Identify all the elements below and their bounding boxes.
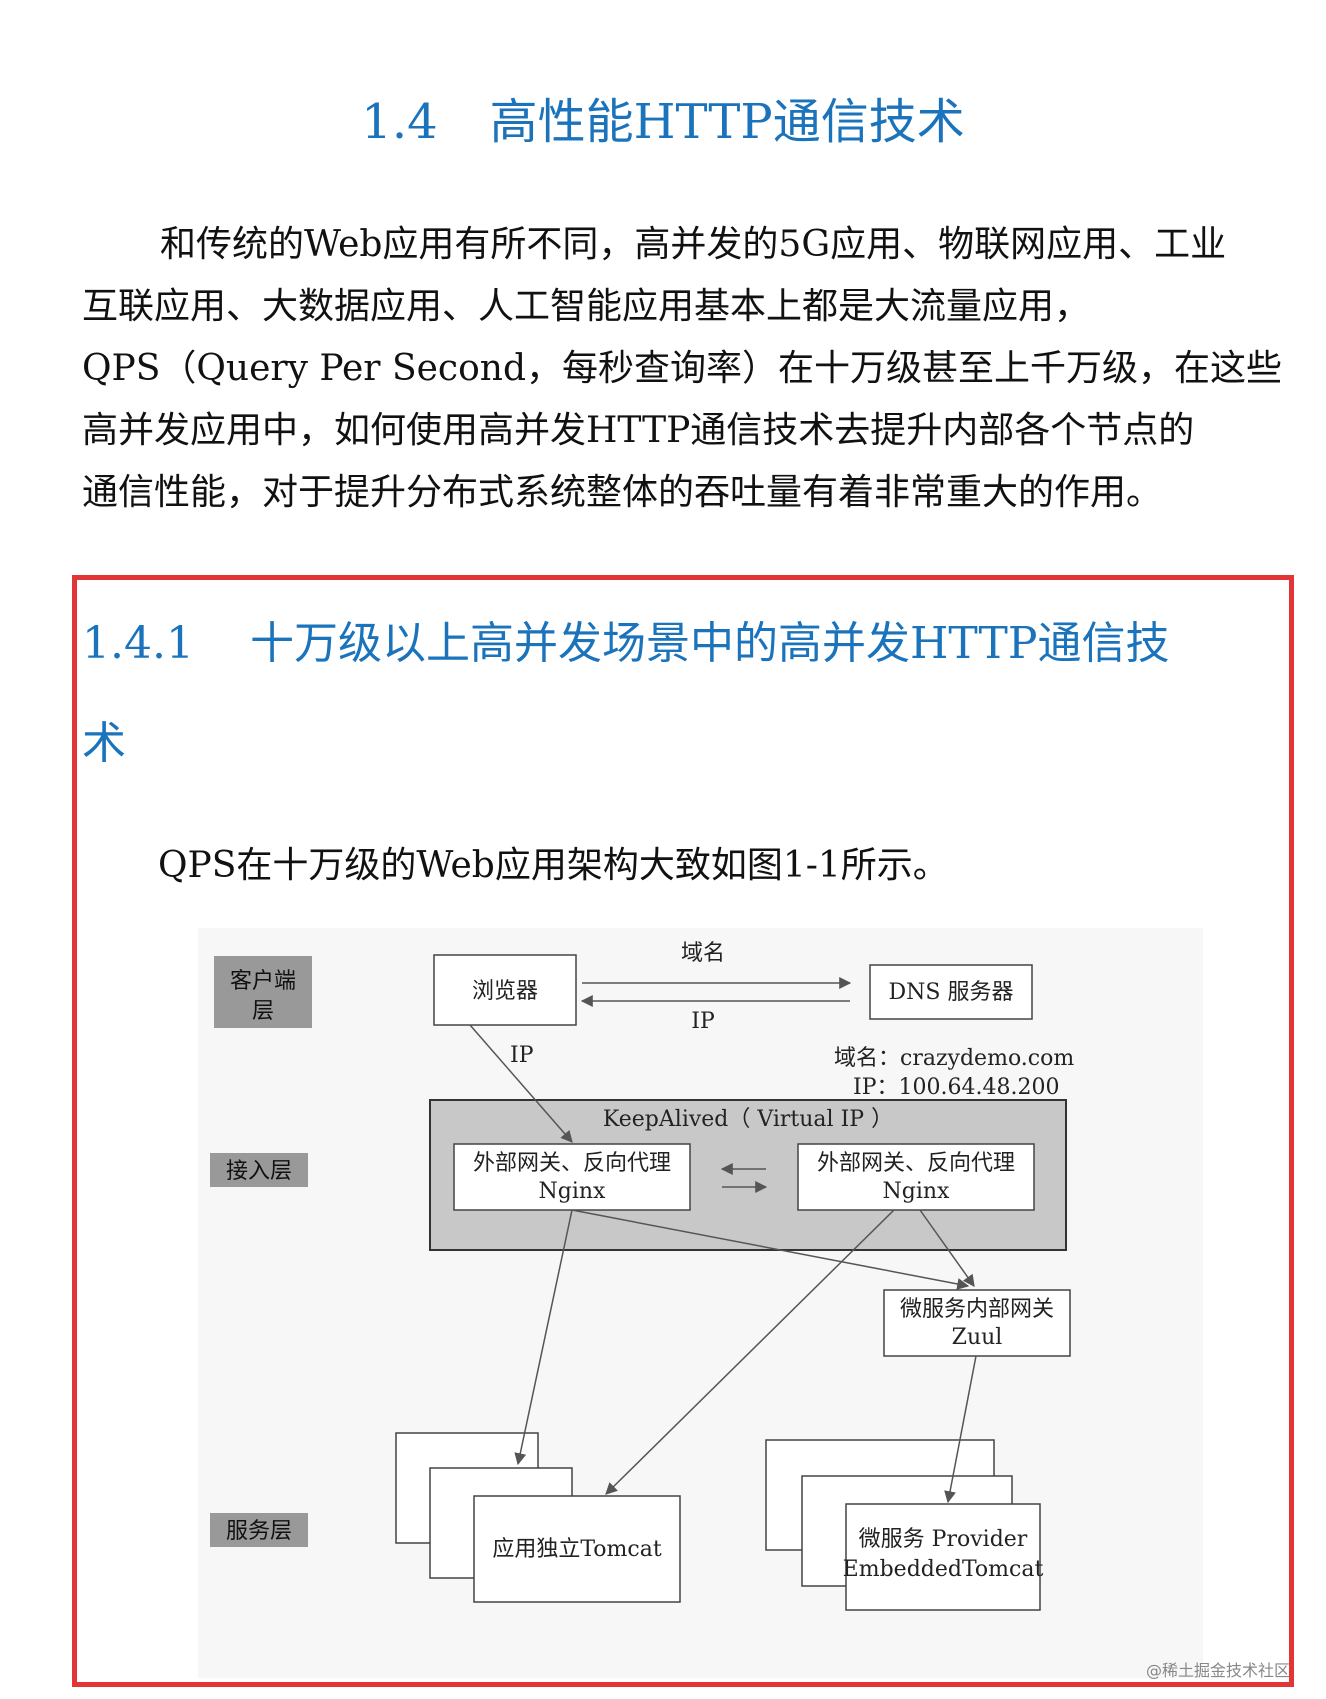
section-number: 1.4: [361, 94, 438, 150]
figure-caption: QPS在十万级的Web应用架构大致如图1-1所示。: [158, 845, 949, 886]
dns-server-label: DNS 服务器: [889, 980, 1014, 1005]
nginx-right-line2: Nginx: [883, 1179, 951, 1204]
nginx-right-line1: 外部网关、反向代理: [817, 1151, 1015, 1176]
browser-label: 浏览器: [472, 979, 538, 1004]
highlight-frame: [72, 575, 1294, 1687]
ip-info: IP：100.64.48.200: [853, 1075, 1059, 1100]
layer-label-client: [214, 956, 312, 1028]
browser-to-nginx-arrow: [469, 1024, 573, 1143]
intro-line: 高并发应用中，如何使用高并发HTTP通信技术去提升内部各个节点的: [82, 410, 1195, 451]
ip-return-label: IP: [691, 1009, 715, 1034]
architecture-diagram: 客户端层 接入层 服务层 浏览器 DNS 服务器 域名 IP 域名：crazyd…: [198, 928, 1203, 1678]
nginx-right-to-tomcat-arrow: [605, 1209, 895, 1495]
domain-info: 域名：crazydemo.com: [834, 1046, 1074, 1071]
intro-line: 通信性能，对于提升分布式系统整体的吞吐量有着非常重大的作用。: [82, 472, 1163, 513]
nginx-right-box: [797, 1143, 1035, 1211]
client-layer-text: 客户端层: [230, 969, 296, 1024]
intro-line: 互联应用、大数据应用、人工智能应用基本上都是大流量应用，: [82, 286, 1091, 327]
provider-line2: EmbeddedTomcat: [843, 1557, 1044, 1582]
browser-ip-label: IP: [510, 1043, 534, 1068]
nginx-right-to-zuul-arrow: [919, 1209, 975, 1287]
client-layer-part2: 层: [252, 999, 274, 1024]
tomcat-box: [473, 1495, 681, 1603]
zuul-to-provider-arrow: [944, 1355, 977, 1504]
layer-label-access: [210, 1153, 308, 1187]
section-heading: 1.4 高性能HTTP通信技术: [0, 82, 1326, 152]
intro-line: 和传统的Web应用有所不同，高并发的5G应用、物联网应用、工业: [160, 224, 1227, 265]
client-layer-part1: 客户端: [230, 969, 296, 994]
intro-line: QPS（Query Per Second，每秒查询率）在十万级甚至上千万级，在这…: [82, 348, 1282, 389]
subsection-title-line2: 术: [82, 718, 126, 769]
provider-box: [845, 1503, 1041, 1611]
intro-paragraph: 和传统的Web应用有所不同，高并发的5G应用、物联网应用、工业 互联应用、大数据…: [82, 214, 1292, 524]
domain-arrow-label: 域名: [681, 941, 725, 966]
nginx-left-box: [453, 1143, 691, 1211]
keepalived-label: KeepAlived（ Virtual IP ）: [603, 1107, 893, 1132]
zuul-line1: 微服务内部网关: [900, 1297, 1054, 1322]
section-title: 高性能HTTP通信技术: [489, 94, 965, 150]
tomcat-label: 应用独立Tomcat: [492, 1537, 662, 1562]
nginx-left-to-zuul-arrow: [571, 1209, 970, 1290]
subsection-heading: 1.4.1 十万级以上高并发场景中的高并发HTTP通信技 术: [82, 594, 1282, 794]
access-layer-text: 接入层: [226, 1159, 292, 1184]
nginx-left-to-tomcat-arrow: [514, 1209, 573, 1466]
nginx-left-line2: Nginx: [539, 1179, 607, 1204]
subsection-title-line1: 十万级以上高并发场景中的高并发HTTP通信技: [249, 618, 1170, 669]
dns-server-box: [869, 964, 1033, 1020]
service-layer-text: 服务层: [226, 1519, 292, 1544]
watermark: @稀土掘金技术社区: [1145, 1661, 1290, 1680]
nginx-left-line1: 外部网关、反向代理: [473, 1151, 671, 1176]
zuul-box: [883, 1289, 1071, 1357]
subsection-number: 1.4.1: [82, 618, 194, 669]
browser-box: [433, 954, 577, 1026]
provider-line1: 微服务 Provider: [859, 1527, 1028, 1552]
layer-label-service: [210, 1513, 308, 1547]
zuul-line2: Zuul: [952, 1325, 1003, 1350]
